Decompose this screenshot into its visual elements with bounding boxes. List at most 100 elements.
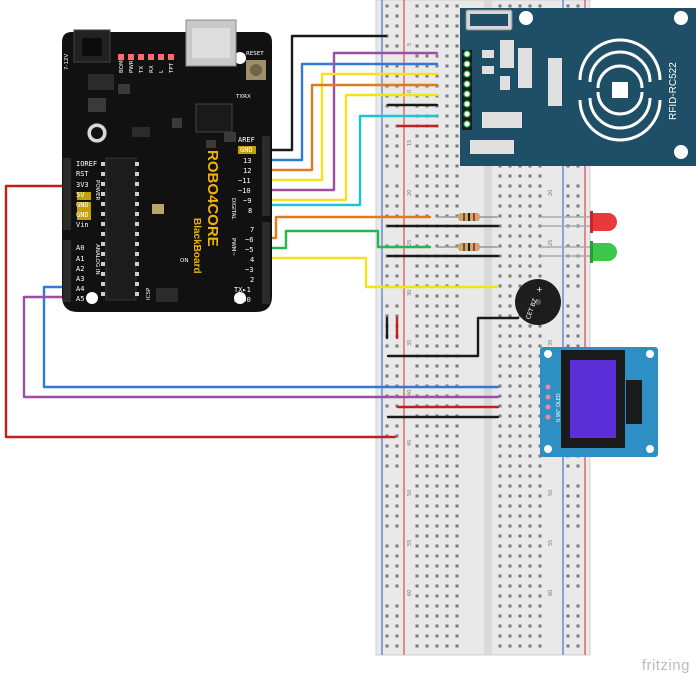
breadboard-hole <box>538 184 542 188</box>
breadboard-hole <box>528 484 532 488</box>
breadboard-hole <box>395 274 399 278</box>
breadboard-hole <box>445 464 449 468</box>
breadboard-hole <box>576 484 580 488</box>
breadboard-hole <box>455 124 459 128</box>
brand-top: ROBO4CORE <box>204 150 221 247</box>
breadboard-hole <box>576 644 580 648</box>
breadboard-hole <box>455 14 459 18</box>
breadboard-hole <box>518 234 522 238</box>
breadboard-hole <box>425 24 429 28</box>
breadboard-hole <box>445 84 449 88</box>
breadboard-hole <box>498 514 502 518</box>
breadboard-hole <box>518 474 522 478</box>
chip-pin <box>101 212 105 216</box>
breadboard-hole <box>415 144 419 148</box>
breadboard-hole <box>395 204 399 208</box>
breadboard-hole <box>415 304 419 308</box>
breadboard-hole <box>425 234 429 238</box>
breadboard-hole <box>415 494 419 498</box>
breadboard-hole <box>566 554 570 558</box>
breadboard-hole <box>445 534 449 538</box>
breadboard-hole <box>566 614 570 618</box>
chip-pin <box>135 192 139 196</box>
breadboard-hole <box>455 304 459 308</box>
power-pin-6: Vin <box>76 221 89 229</box>
breadboard-hole <box>435 234 439 238</box>
breadboard-hole <box>435 554 439 558</box>
breadboard-hole <box>538 554 542 558</box>
chip-pin <box>101 192 105 196</box>
breadboard-hole <box>385 164 389 168</box>
breadboard-hole <box>415 604 419 608</box>
wire-yellow-5 <box>266 256 500 289</box>
breadboard-row-number: 20 <box>548 190 554 196</box>
breadboard-hole <box>455 164 459 168</box>
breadboard-hole <box>435 194 439 198</box>
breadboard-hole <box>518 524 522 528</box>
breadboard-hole <box>435 474 439 478</box>
breadboard-hole <box>508 444 512 448</box>
breadboard-hole <box>395 444 399 448</box>
breadboard-hole <box>415 454 419 458</box>
wires <box>4 34 520 439</box>
breadboard-hole <box>498 534 502 538</box>
breadboard-hole <box>508 354 512 358</box>
breadboard-hole <box>385 344 389 348</box>
breadboard-hole <box>508 284 512 288</box>
breadboard-hole <box>518 394 522 398</box>
rfid-module: RFID-RC522 <box>460 8 696 166</box>
breadboard-hole <box>445 544 449 548</box>
breadboard-hole <box>425 34 429 38</box>
breadboard-hole <box>385 514 389 518</box>
breadboard-hole <box>385 544 389 548</box>
breadboard-hole <box>498 364 502 368</box>
breadboard-hole <box>385 464 389 468</box>
breadboard-hole <box>415 614 419 618</box>
breadboard-hole <box>395 614 399 618</box>
chip-pin <box>101 252 105 256</box>
breadboard-hole <box>498 484 502 488</box>
chip-pin <box>101 202 105 206</box>
breadboard-hole <box>435 44 439 48</box>
breadboard-hole <box>455 34 459 38</box>
breadboard-hole <box>566 314 570 318</box>
oled-pins <box>545 384 551 420</box>
breadboard-hole <box>498 604 502 608</box>
breadboard-hole <box>435 534 439 538</box>
wire-red-3v3 <box>4 184 397 439</box>
breadboard-hole <box>498 4 502 8</box>
breadboard-hole <box>435 364 439 368</box>
breadboard-hole <box>538 504 542 508</box>
breadboard-hole <box>566 604 570 608</box>
breadboard-hole <box>518 214 522 218</box>
breadboard-hole <box>435 614 439 618</box>
chip-pin <box>135 202 139 206</box>
breadboard-hole <box>528 324 532 328</box>
breadboard-hole <box>538 594 542 598</box>
breadboard-hole <box>385 314 389 318</box>
breadboard-hole <box>415 364 419 368</box>
breadboard-hole <box>425 144 429 148</box>
wire-orange-10 <box>266 83 439 172</box>
breadboard-hole <box>435 344 439 348</box>
breadboard-hole <box>435 374 439 378</box>
breadboard-hole <box>538 264 542 268</box>
breadboard-hole <box>395 4 399 8</box>
breadboard-hole <box>528 514 532 518</box>
breadboard-hole <box>528 4 532 8</box>
breadboard-hole <box>425 14 429 18</box>
breadboard-hole <box>528 394 532 398</box>
breadboard-hole <box>518 354 522 358</box>
breadboard-hole <box>455 494 459 498</box>
breadboard-hole <box>385 644 389 648</box>
digital-pin-1: TX▸1 <box>234 286 251 294</box>
breadboard-hole <box>566 344 570 348</box>
breadboard-hole <box>538 194 542 198</box>
breadboard-row-number: 20 <box>407 190 413 196</box>
breadboard-hole <box>508 604 512 608</box>
breadboard-hole <box>395 314 399 318</box>
breadboard-hole <box>576 564 580 568</box>
digital-pin-0: RX◂0 <box>234 296 251 304</box>
breadboard-hole <box>538 344 542 348</box>
chip-pin <box>101 272 105 276</box>
